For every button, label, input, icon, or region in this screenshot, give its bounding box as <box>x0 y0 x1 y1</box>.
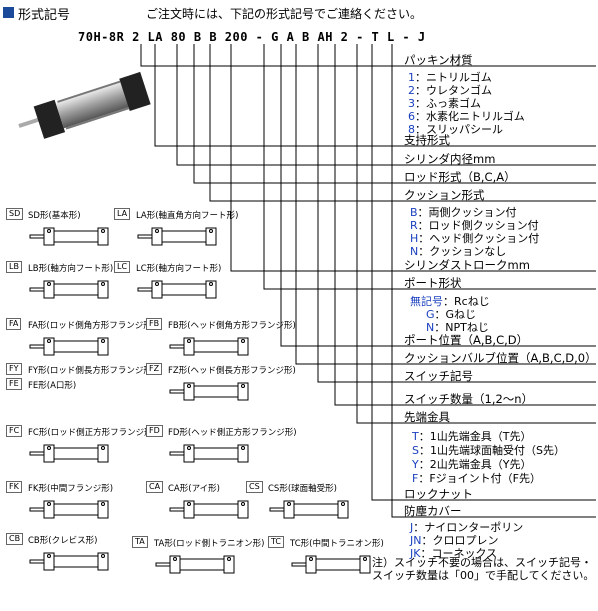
mount-code-fd: FD <box>146 425 163 437</box>
tip-option: T：1山先端金具（T先） <box>412 430 532 443</box>
mount-drawing-cb <box>29 552 109 571</box>
mount-code-fk: FK <box>6 481 22 493</box>
port-option: G：Gねじ <box>426 308 477 321</box>
mount-code-cs: CS <box>246 481 263 493</box>
port-option: N：NPTねじ <box>426 321 489 334</box>
mount-label-fe: FE形(A口形) <box>28 381 77 391</box>
mount-drawing-la <box>137 227 217 246</box>
mount-label-fc: FC形(ロッド側正方形フランジ形) <box>28 428 156 438</box>
field-packing: パッキン材質 <box>404 53 473 67</box>
cover-option: J：ナイロンターポリン <box>410 521 524 534</box>
field-port-position: ポート位置（A,B,C,D） <box>404 333 529 347</box>
mount-code-fa: FA <box>6 318 22 330</box>
mount-drawing-fa <box>29 337 109 356</box>
mount-drawing-fk <box>29 500 109 519</box>
mount-drawing-fd <box>169 444 249 463</box>
mount-label-fz: FZ形(ヘッド側長方形フランジ形) <box>168 366 296 376</box>
packing-option: 6：水素化ニトリルゴム <box>408 110 525 123</box>
mount-label-sd: SD形(基本形) <box>28 211 81 221</box>
switch-note: 注）スイッチ不要の場合は、スイッチ記号・スイッチ数量は「00」で手配してください… <box>372 556 595 582</box>
mount-drawing-fz <box>169 382 249 401</box>
packing-option: 3：ふっ素ゴム <box>408 97 481 110</box>
section-marker-icon <box>3 7 14 18</box>
mount-code-lb: LB <box>6 261 22 273</box>
packing-option: 1：ニトリルゴム <box>408 71 492 84</box>
mount-label-ca: CA形(アイ形) <box>168 484 220 494</box>
mount-code-lc: LC <box>114 261 131 273</box>
mount-drawing-fb <box>169 337 249 356</box>
field-switch-code: スイッチ記号 <box>404 369 473 383</box>
cushion-option: H：ヘッド側クッション付 <box>410 232 540 245</box>
field-rod: ロッド形式（B,C,A） <box>404 170 516 184</box>
mount-label-lc: LC形(軸方向フート形) <box>136 264 222 274</box>
field-locknut: ロックナット <box>404 487 473 501</box>
mount-drawing-ta <box>155 555 235 574</box>
mount-label-ta: TA形(ロッド側トラニオン形) <box>154 539 265 549</box>
field-support: 支持形式 <box>404 133 450 147</box>
cushion-option: N：クッションなし <box>410 245 507 258</box>
cushion-option: B：両側クッション付 <box>410 206 517 219</box>
mount-code-fz: FZ <box>146 363 163 375</box>
mount-label-cs: CS形(球面軸受形) <box>268 484 337 494</box>
mount-drawing-ca <box>169 500 249 519</box>
field-tip: 先端金具 <box>404 410 450 424</box>
mount-label-cb: CB形(クレビス形) <box>28 536 98 546</box>
field-cover: 防塵カバー <box>404 504 462 518</box>
mount-code-la: LA <box>114 208 131 220</box>
tip-option: Y：2山先端金具（Y先） <box>412 458 532 471</box>
mount-label-fy: FY形(ロッド側長方形フランジ形) <box>28 366 156 376</box>
field-bore: シリンダ内径mm <box>404 152 496 166</box>
order-note: ご注文時には、下記の形式記号でご連絡ください。 <box>146 7 423 21</box>
mount-drawing-lb <box>29 280 109 299</box>
field-valve-position: クッションバルブ位置（A,B,C,D,0） <box>404 351 597 365</box>
field-switch-qty: スイッチ数量（1,2～n） <box>404 392 534 406</box>
mount-code-ca: CA <box>146 481 164 493</box>
mount-code-fb: FB <box>146 318 163 330</box>
mount-label-fa: FA形(ロッド側角方形フランジ形) <box>28 321 156 331</box>
section-title: 形式記号 <box>18 8 71 23</box>
cushion-option: R：ロッド側クッション付 <box>410 219 539 232</box>
packing-option: 2：ウレタンゴム <box>408 84 492 97</box>
field-port: ポート形状 <box>404 276 462 290</box>
mount-label-fb: FB形(ヘッド側角方形フランジ形) <box>168 321 296 331</box>
mount-label-lb: LB形(軸方向フート形) <box>28 264 114 274</box>
tip-option: F：Fジョイント付（F先） <box>412 472 541 485</box>
mount-drawing-lc <box>137 280 217 299</box>
mount-code-fy: FY <box>6 363 22 375</box>
mount-label-tc: TC形(中間トラニオン形) <box>290 539 384 549</box>
mount-code-fe: FE <box>6 378 22 390</box>
mount-drawing-fc <box>29 444 109 463</box>
mount-code-tc: TC <box>268 536 285 548</box>
mount-label-fd: FD形(ヘッド側正方形フランジ形) <box>168 428 297 438</box>
mount-label-la: LA形(軸直角方向フート形) <box>136 211 239 221</box>
mount-drawing-cs <box>269 500 349 519</box>
field-stroke: シリンダストロークmm <box>404 258 530 272</box>
cover-option: JN：クロロプレン <box>410 534 499 547</box>
mount-code-fc: FC <box>6 425 23 437</box>
mount-label-fk: FK形(中間フランジ形) <box>28 484 114 494</box>
mount-code-sd: SD <box>6 208 24 220</box>
model-code: 70H-8R 2 LA 80 B B 200 - G A B AH 2 - T … <box>78 30 426 44</box>
tip-option: S：1山先端球面軸受付（S先） <box>412 444 565 457</box>
cover-option: JK：コーネックス <box>410 547 498 560</box>
field-cushion: クッション形式 <box>404 188 485 202</box>
mount-code-ta: TA <box>132 536 148 548</box>
port-option: 無記号：Rcねじ <box>410 295 490 308</box>
mount-code-cb: CB <box>6 533 24 545</box>
packing-option: 8：スリッパシール <box>408 123 503 136</box>
mount-drawing-tc <box>291 555 371 574</box>
mount-drawing-sd <box>29 227 109 246</box>
cylinder-photo <box>18 71 151 139</box>
